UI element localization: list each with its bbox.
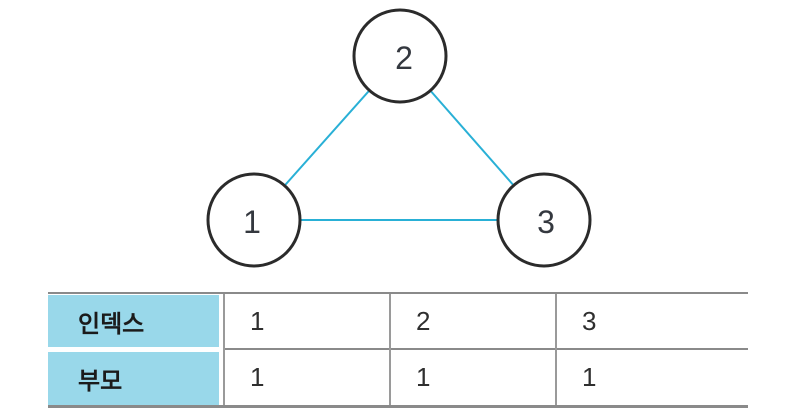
table-top-border	[48, 292, 748, 294]
node-2-circle	[352, 8, 448, 104]
graph-node-3: 3	[496, 172, 592, 268]
graph-diagram: 1 2 3	[206, 8, 592, 268]
table-middle-border	[224, 348, 748, 350]
node-3-circle	[496, 172, 592, 268]
node-1-circle	[206, 172, 302, 268]
table-vline-2	[389, 294, 391, 405]
table-cell-index-2: 2	[416, 305, 431, 336]
table-header-index: 인덱스	[48, 295, 219, 347]
table-bottom-border	[48, 405, 748, 408]
table-cell-parent-2: 1	[416, 362, 431, 392]
table-header-parent: 부모	[48, 352, 219, 405]
table-cell-index-3: 3	[582, 305, 597, 336]
graph-node-1: 1	[206, 172, 302, 268]
table-cell-parent-1: 1	[250, 362, 265, 392]
table-cell-index-1: 1	[250, 305, 265, 336]
node-2-label: 2	[395, 40, 413, 76]
graph-node-2: 2	[352, 8, 448, 104]
table-cell-parent-3: 1	[582, 362, 597, 392]
node-3-label: 3	[537, 204, 555, 240]
table-vline-1	[223, 294, 225, 405]
node-1-label: 1	[243, 204, 261, 240]
table-vline-3	[555, 294, 557, 405]
